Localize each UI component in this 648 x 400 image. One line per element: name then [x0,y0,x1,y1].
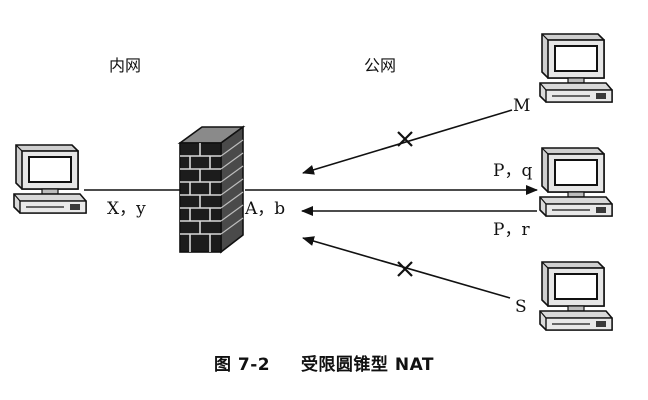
public-network-label: 公网 [364,56,397,75]
host-s-label: S [515,297,527,317]
server-p-computer-icon [539,147,613,217]
host-p-q-label: P，q [493,161,533,181]
server-s-computer-icon [539,261,613,331]
figure-number: 图 7-2 [213,355,271,375]
blocked-s-cross-mark-icon [397,261,413,277]
server-m-computer-icon [539,33,613,103]
figure-title: 受限圆锥型 NAT [300,355,435,375]
host-p-r-label: P，r [493,220,530,240]
inner-network-label: 内网 [109,56,142,75]
nat-address-label: A，b [245,199,286,219]
inner-address-label: X，y [107,199,146,219]
firewall-icon [177,125,246,254]
internal-computer-icon [13,144,87,214]
host-m-label: M [513,96,531,116]
figure-caption: 图 7-2 受限圆锥型 NAT [0,350,648,375]
blocked-m-cross-mark-icon [397,131,413,147]
